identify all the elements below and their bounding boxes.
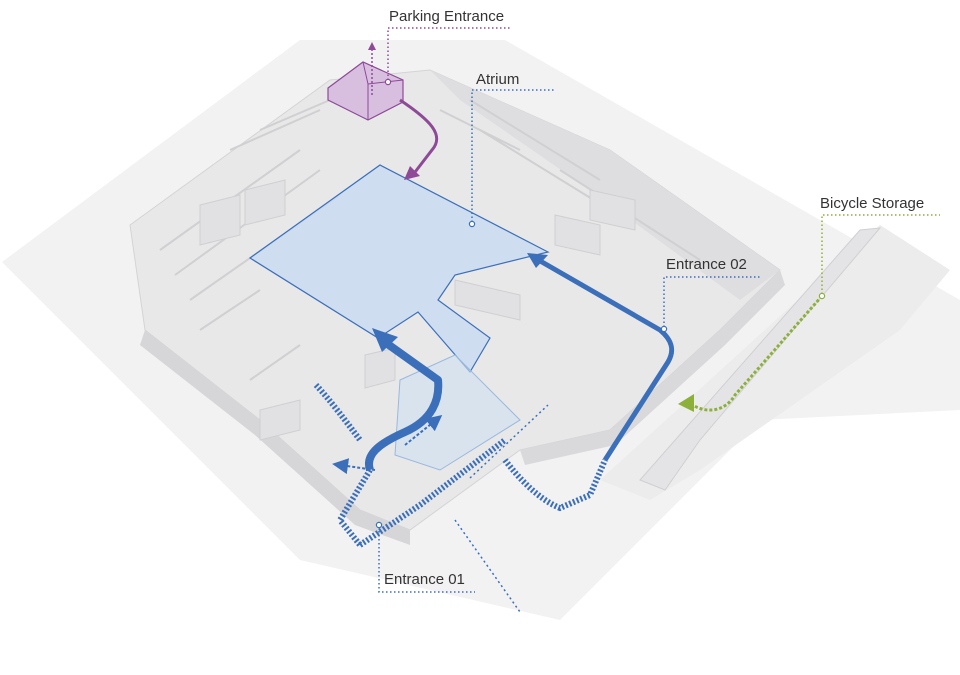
atrium-label: Atrium (476, 71, 520, 88)
parking-entrance-label: Parking Entrance (389, 8, 505, 25)
entrance-02-leader (663, 276, 760, 327)
interior-blocks (199, 179, 636, 441)
entrance-01-marker (375, 521, 383, 529)
bicycle-storage-label: Bicycle Storage (820, 195, 925, 212)
main-route-arrow-east (533, 255, 675, 462)
main-route-dashed (313, 382, 608, 548)
atrium-south-zone (394, 354, 521, 471)
bicycle-storage-marker (818, 292, 826, 300)
entrance-01-leader (378, 527, 475, 593)
bicycle-ramp (639, 227, 882, 491)
parking-entrance-leader (387, 27, 510, 80)
building-wall-south (140, 330, 410, 545)
building-roof-east (430, 70, 780, 300)
atrium-marker (468, 220, 476, 228)
building-wall-east (520, 270, 785, 465)
entrance-01-label: Entrance 01 (384, 571, 465, 588)
internal-route (332, 458, 376, 475)
atrium-area (248, 164, 550, 374)
entrance-02-label: Entrance 02 (666, 256, 747, 273)
entrance-02-marker (660, 325, 668, 333)
parking-route-arrow (399, 98, 439, 177)
main-route-arrow-west (364, 336, 443, 472)
entrance-01-approach (454, 519, 521, 613)
bicycle-route-arrow (687, 295, 824, 412)
atrium-leader (471, 89, 555, 222)
parking-entrance-marker (384, 78, 392, 86)
internal-route-2 (404, 414, 443, 446)
